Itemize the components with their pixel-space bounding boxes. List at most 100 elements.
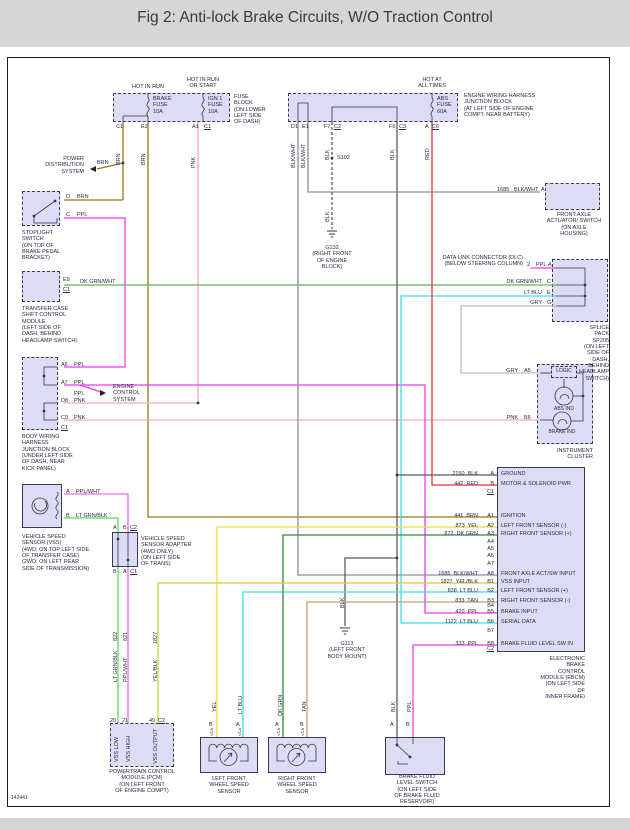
wire-pplw — [64, 493, 129, 532]
title-bar: Fig 2: Anti-lock Brake Circuits, W/O Tra… — [0, 0, 630, 47]
wire-yb — [157, 582, 497, 723]
diagram-label: LT GRN/BLK — [113, 650, 119, 682]
component-internal-line — [396, 744, 411, 758]
wire-ppl — [64, 384, 497, 614]
diagram-label: PNK — [74, 415, 86, 421]
diagram-label: 420 PPL — [455, 609, 478, 615]
transfer-case-module — [22, 271, 60, 302]
diagram-label: 1827 — [153, 631, 159, 644]
symbol-path — [208, 743, 249, 749]
diagram-label: 1122 LT BLU — [444, 619, 478, 625]
ground-symbol-icon — [340, 627, 350, 635]
diagram-label: PNK — [191, 156, 197, 168]
diagram-label: HOT IN RUN — [132, 84, 164, 90]
splice-dot — [196, 401, 200, 405]
symbol-path — [559, 394, 570, 400]
diagram-label: VSS LOW — [114, 736, 120, 762]
wire-brn — [147, 122, 497, 518]
symbol-path — [55, 491, 59, 520]
diagram-label: RIGHT FRONT SENSOR (+) — [501, 531, 572, 537]
diagram-label: PPL — [74, 362, 85, 368]
diagram-label: LEFT FRONT SENSOR (-) — [501, 523, 567, 529]
diagram-label: PNK — [74, 398, 86, 404]
diagram-label: A1 — [487, 513, 494, 519]
diagram-label: D8 — [61, 398, 69, 404]
diagram-label: A7 — [487, 561, 494, 567]
diagram-label: A — [123, 569, 127, 575]
ground-symbol-icon — [327, 230, 337, 238]
diagram-label: A6 — [61, 362, 68, 368]
symbol-path — [34, 500, 47, 512]
diagram-label: VSS OUTPUT — [153, 728, 159, 764]
symbol-path — [223, 752, 233, 763]
symbol-path — [276, 743, 317, 749]
diagram-label: LEFT FRONT WHEEL SPEED SENSOR — [209, 776, 249, 795]
splice-dot — [583, 294, 587, 298]
diagram-label: HOT IN RUN OR START — [187, 77, 219, 90]
diagram-label: BLK/WHT — [301, 143, 307, 168]
diagram-label: A4 — [487, 539, 494, 545]
diagram-label: 1827 YEL/BLK — [440, 579, 478, 585]
diagram-label: POWER DISTRIBUTION SYSTEM — [45, 156, 84, 175]
symbol-path — [291, 752, 301, 763]
diagram-label: B6 — [524, 415, 531, 421]
diagram-label: 838 LT BLU — [447, 588, 478, 594]
diagram-label: VCA — [209, 727, 214, 736]
diagram-label: A5 — [487, 546, 494, 552]
diagram-label: A8 — [487, 571, 494, 577]
diagram-label: VCA — [237, 727, 242, 736]
diagram-label: PPL — [536, 262, 547, 268]
splice-dot — [42, 409, 46, 413]
diagram-label: PPL — [74, 391, 85, 397]
diagram-label: A — [490, 471, 494, 477]
diagram-label: 442 RED — [454, 481, 478, 487]
symbol-path — [208, 748, 249, 762]
diagram-label: RED — [425, 148, 431, 160]
symbol-path — [31, 497, 49, 515]
splice-dot — [583, 283, 587, 287]
diagram-label: B3 — [487, 598, 494, 604]
diagram-label: VEHICLE SPEED SENSOR ADAPTER (4WD ONLY) … — [141, 536, 192, 568]
fuse-block — [113, 93, 230, 122]
diagram-label: B — [300, 722, 304, 728]
wire-ltblu — [400, 295, 556, 624]
diagram-label: BRAKE FLUID LEVEL SWITCH (ON LEFT SIDE O… — [394, 774, 440, 806]
diagram-label: 1685 — [497, 187, 510, 193]
diagram-label: ENGINE CONTROL SYSTEM — [113, 384, 140, 403]
diagram-label: E — [547, 290, 551, 296]
diagram-label: RIGHT FRONT WHEEL SPEED SENSOR — [277, 776, 317, 795]
component-internal-line — [297, 102, 309, 122]
diagram-label: BLK — [340, 597, 346, 608]
logic-box — [551, 366, 577, 378]
diagram-label: B4 — [487, 603, 494, 609]
diagram-label: BRAKE INPUT — [501, 609, 538, 615]
diagram-label: ABS IND — [553, 406, 575, 412]
diagram-label: BRAKE FLUID LEVEL SW IN — [501, 641, 573, 647]
diagram-label: C1 — [130, 569, 138, 575]
diagram-label: YEL/BLK — [153, 659, 159, 682]
diagram-label: LOGIC — [556, 368, 572, 374]
diagram-label: G — [547, 300, 552, 306]
diagram-label: STOPLIGHT SWITCH (ON TOP OF BRAKE PEDAL … — [22, 230, 61, 262]
diagram-label: LT BLU — [523, 290, 542, 296]
symbol-path — [201, 97, 205, 117]
diagram-label: A — [390, 722, 394, 728]
splice-pack-sp205 — [552, 259, 608, 322]
diagram-label: 49 — [149, 718, 156, 724]
diagram-label: BLK — [390, 149, 396, 160]
diagram-label: BRAKE IND — [548, 429, 576, 435]
pcm — [110, 723, 174, 767]
symbol-path — [276, 748, 317, 762]
diagram-label: BLK — [391, 701, 397, 712]
diagram-label: IGN 1 FUSE 10A — [208, 96, 223, 115]
symbol-path — [146, 97, 150, 117]
diagram-label: ENGINE WIRING HARNESS JUNCTION BLOCK (AT… — [464, 93, 536, 118]
symbol-path — [557, 419, 568, 425]
diagram-label: D — [66, 194, 70, 200]
diagram-label: S102 — [337, 155, 350, 161]
symbol-path — [219, 748, 238, 766]
wire-red — [431, 122, 497, 486]
